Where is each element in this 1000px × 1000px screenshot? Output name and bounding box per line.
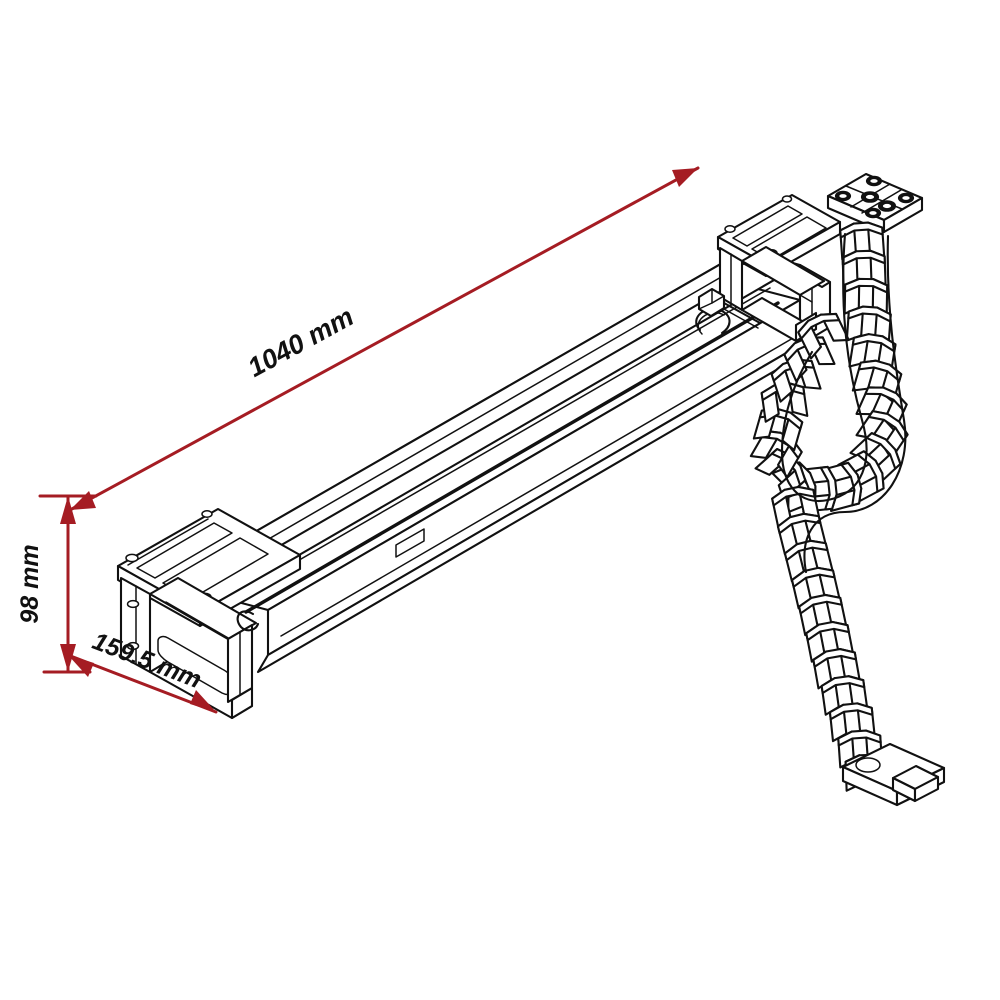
dimension-height-arrowhead-bottom — [60, 644, 76, 672]
dimension-height: 98 mm — [16, 494, 98, 674]
dimension-length-arrowhead-right — [672, 168, 698, 187]
left-bracket — [116, 507, 302, 720]
dimension-length-line — [68, 166, 700, 512]
cable-spine — [749, 172, 946, 807]
spine-base-plate — [841, 742, 946, 807]
dimension-depth-arrowhead-right — [190, 690, 216, 712]
spine-top-plate — [826, 172, 924, 234]
dimension-depth-arrowhead-left — [68, 655, 94, 677]
dimension-height-arrowhead-top — [60, 496, 76, 524]
dimension-height-label: 98 mm — [16, 544, 44, 623]
